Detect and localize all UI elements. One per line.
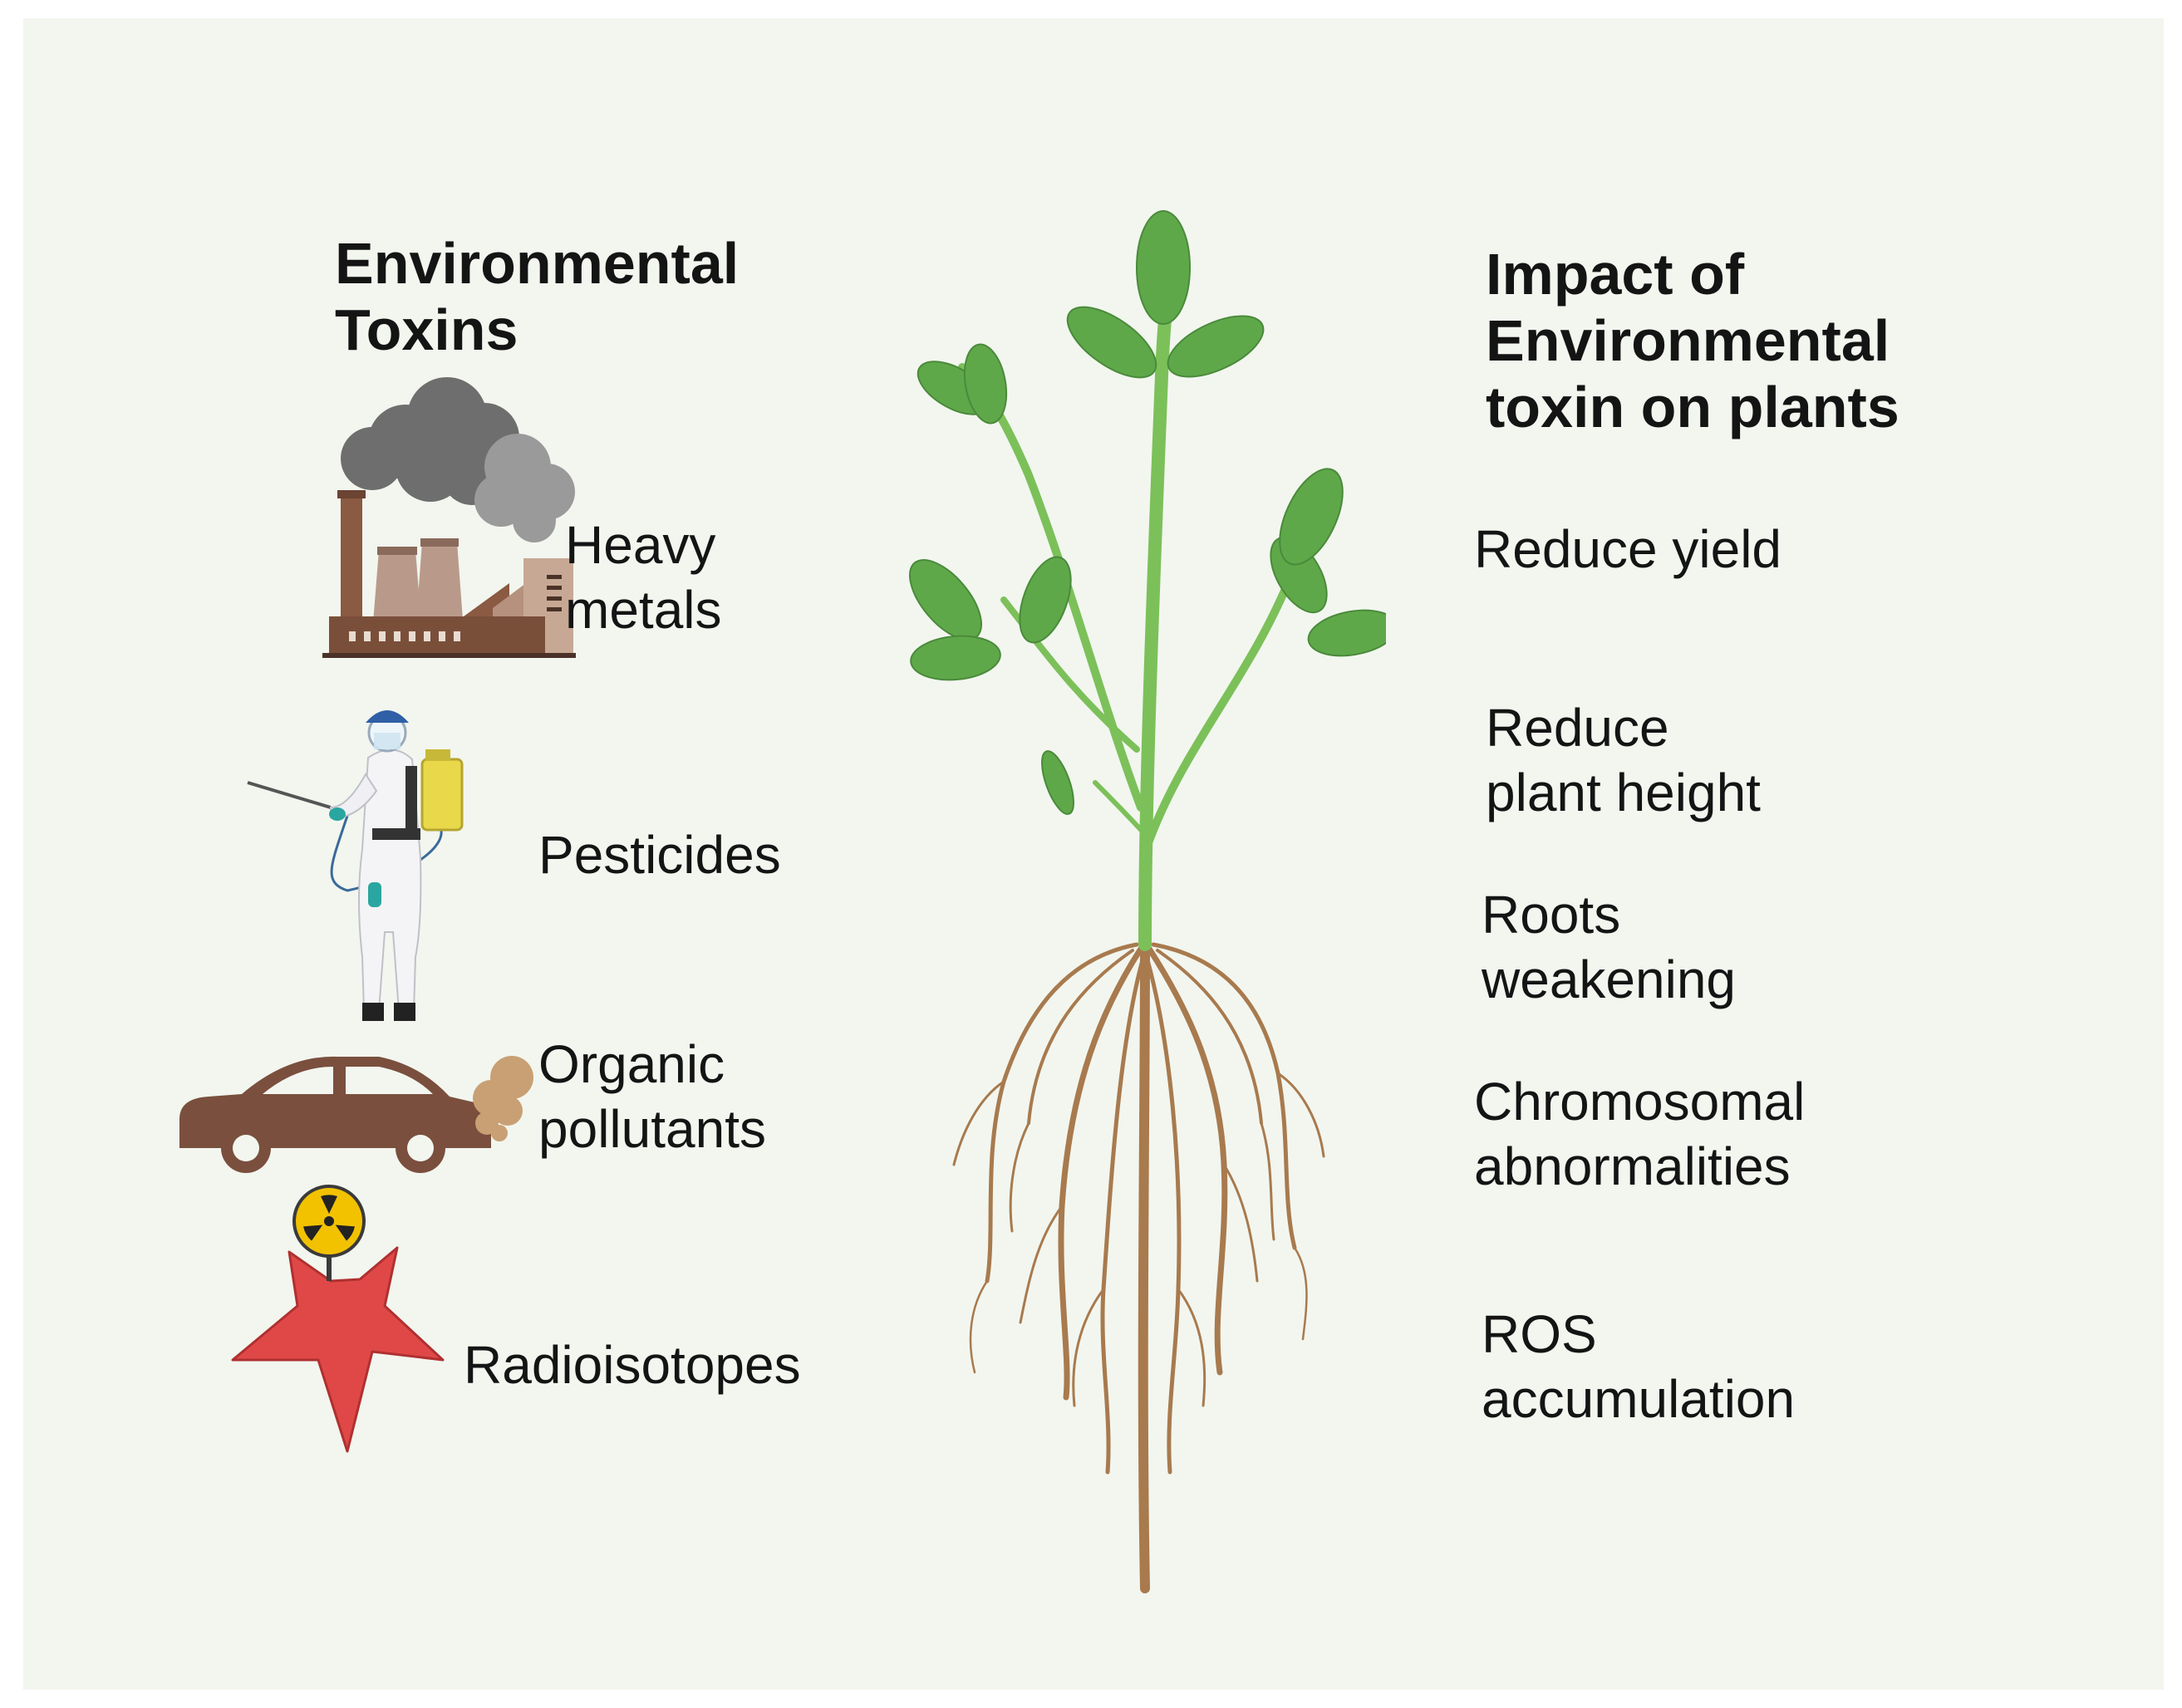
impact-label-chromosomal-abnormalities: Chromosomal abnormalities <box>1474 1072 1806 1196</box>
factory-icon <box>322 377 576 658</box>
impact-label-ros-accumulation: ROS accumulation <box>1482 1304 1796 1429</box>
impact-label-roots-weakening: Roots weakening <box>1482 885 1736 1009</box>
toxin-label-radioisotopes: Radioisotopes <box>464 1335 801 1395</box>
diagram-panel: Environmental Toxins Heavy metals <box>23 18 2164 1690</box>
toxin-label-pesticides: Pesticides <box>538 825 781 885</box>
car-exhaust-icon <box>179 1056 533 1173</box>
pesticide-sprayer-icon <box>247 710 464 1021</box>
impact-label-reduce-plant-height: Reduce plant height <box>1486 698 1761 822</box>
radiation-star-icon <box>231 1185 445 1453</box>
plant-illustration-icon <box>908 210 1386 1593</box>
left-heading: Environmental Toxins <box>335 231 740 362</box>
toxin-label-organic-pollutants: Organic pollutants <box>538 1034 766 1159</box>
impact-label-reduce-yield: Reduce yield <box>1474 519 1781 579</box>
toxin-label-heavy-metals: Heavy metals <box>565 515 722 640</box>
right-heading: Impact of Environmental toxin on plants <box>1486 242 1899 439</box>
